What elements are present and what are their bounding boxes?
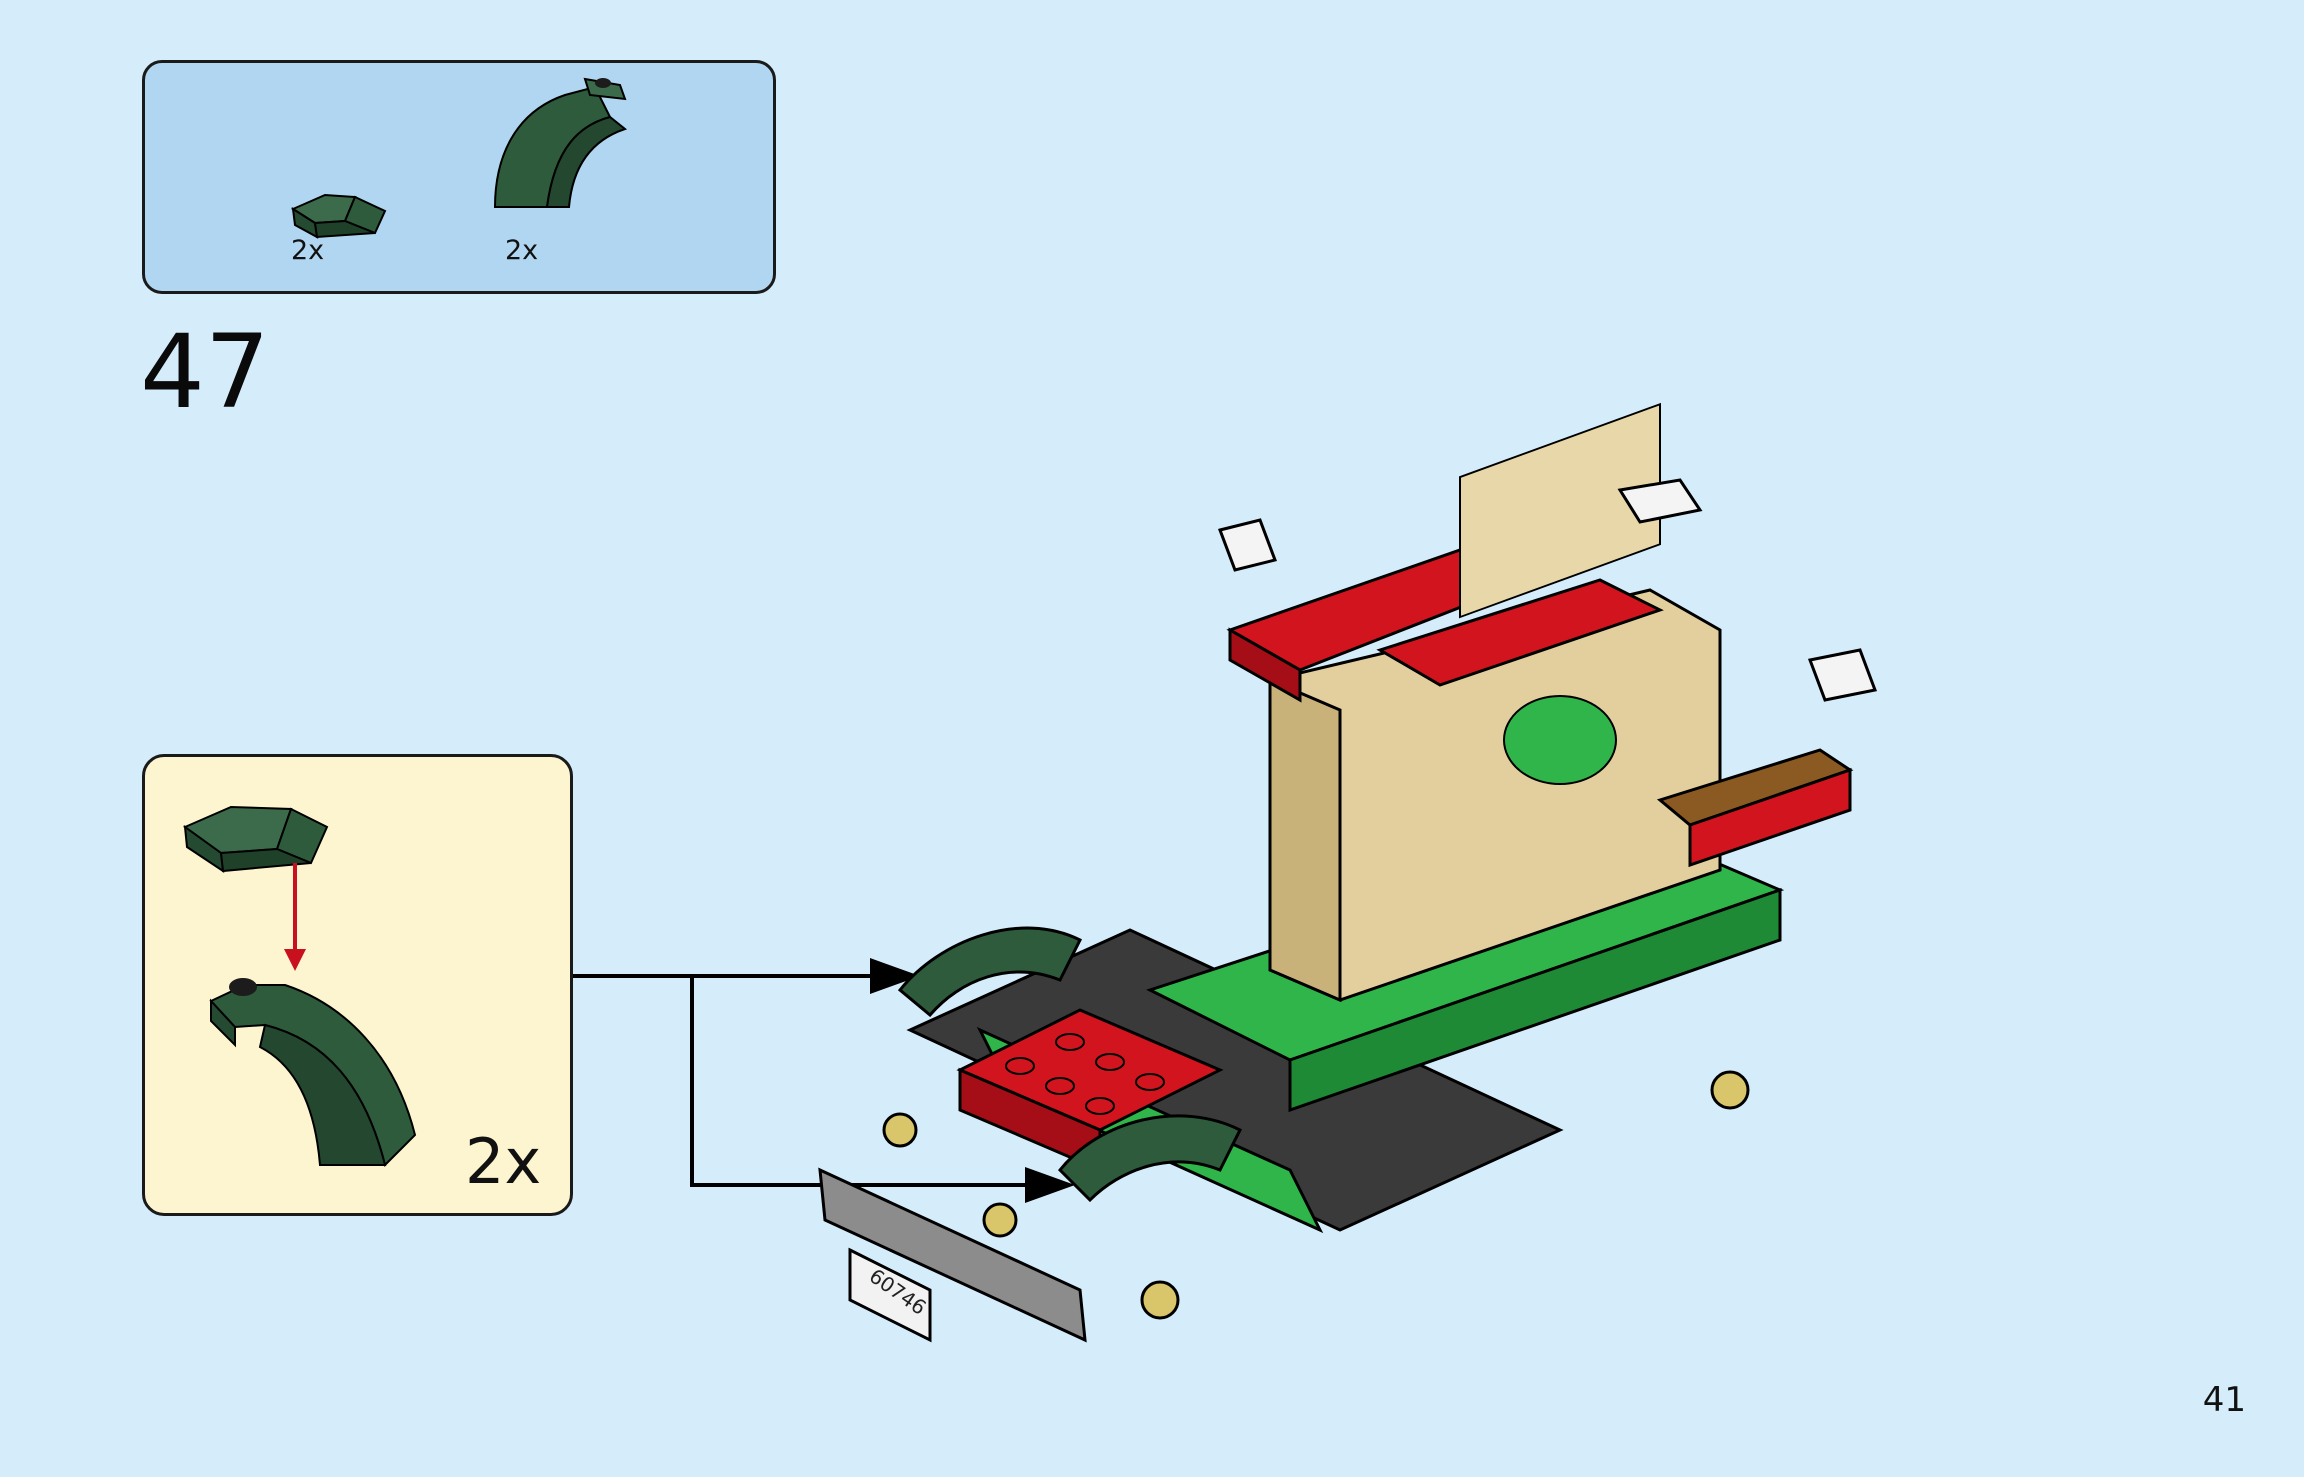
sub-assembly-multiplier: 2x bbox=[465, 1125, 542, 1198]
page-number: 41 bbox=[2202, 1380, 2246, 1420]
part-2-quantity: 2x bbox=[505, 235, 539, 266]
part-1-quantity: 2x bbox=[291, 235, 325, 266]
vehicle-model-illustration: 60746 bbox=[818, 402, 1878, 1343]
slope-piece-icon bbox=[182, 805, 329, 874]
arch-piece-icon bbox=[209, 978, 417, 1167]
curved-arch-part-icon bbox=[493, 77, 628, 208]
placement-arrow-icon bbox=[284, 863, 306, 971]
curved-slope-part-icon bbox=[290, 193, 387, 239]
parts-list-box: 2x 2x bbox=[142, 60, 776, 294]
sub-assembly-box: 2x bbox=[142, 754, 573, 1216]
step-number: 47 bbox=[140, 313, 270, 432]
